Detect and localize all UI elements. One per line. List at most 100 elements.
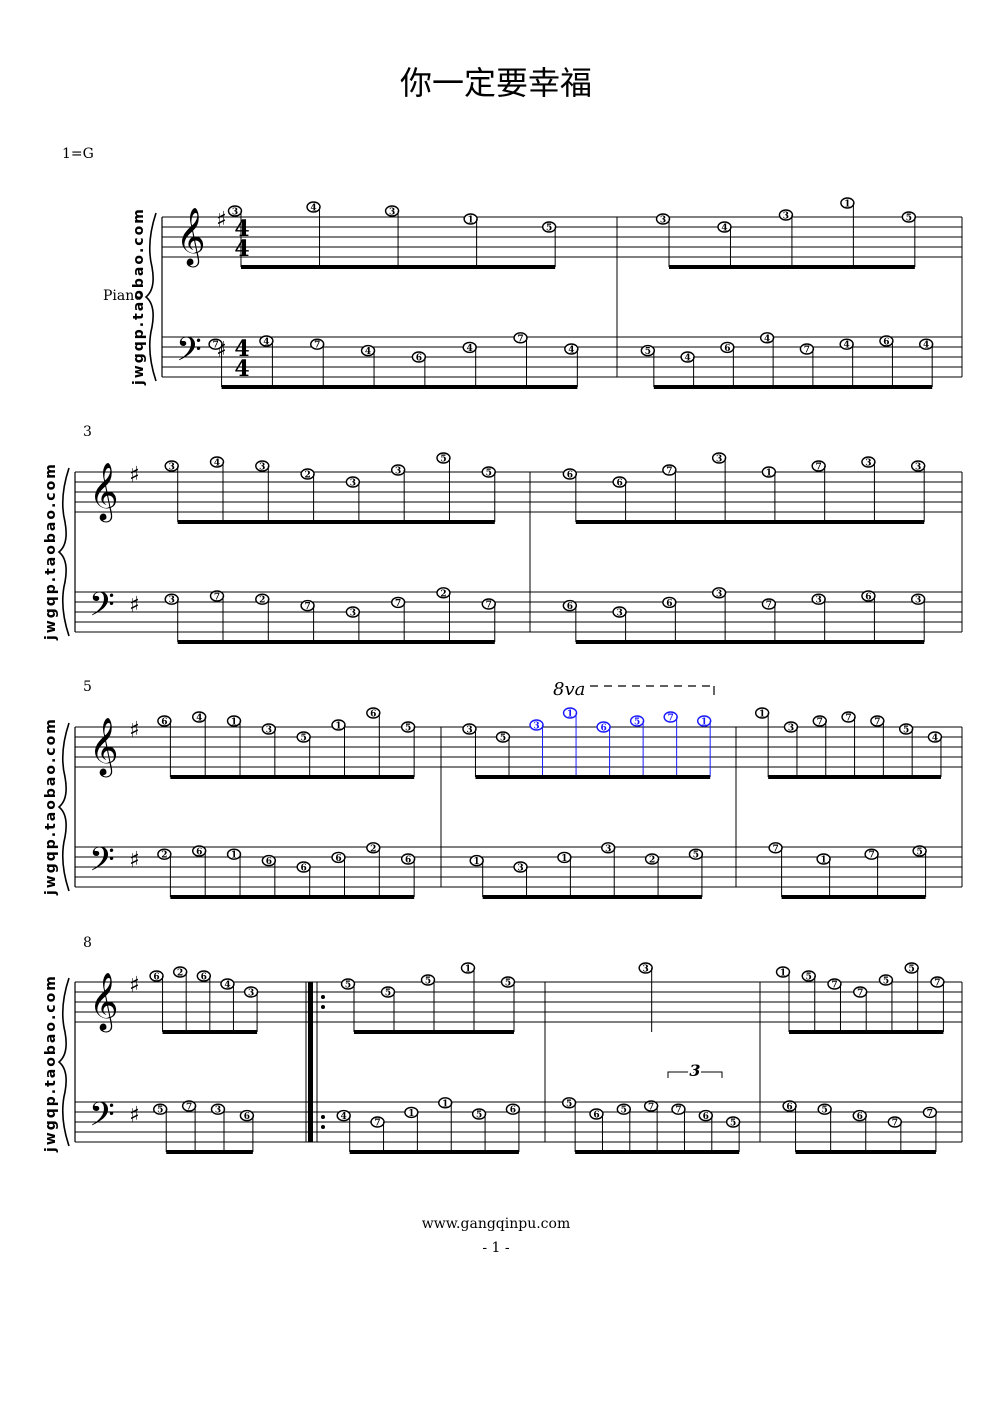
bass-note-digit: 3 (517, 864, 523, 874)
treble-key-sharp: ♯ (129, 463, 140, 488)
bass-note-digit: 7 (648, 1103, 654, 1113)
treble-note-digit: 7 (874, 718, 880, 728)
treble-note-digit: 6 (201, 973, 207, 983)
time-signature-top: 4 (234, 336, 249, 362)
treble-note-digit: 3 (248, 989, 254, 999)
repeat-dot (321, 1125, 325, 1129)
triplet-number: 3 (689, 1061, 700, 1080)
treble-note-digit: 1 (844, 200, 850, 210)
treble-note-digit: 4 (932, 734, 938, 744)
bass-note-digit: 5 (822, 1106, 828, 1116)
treble-note-digit: 3 (466, 726, 472, 736)
bass-note-digit: 6 (335, 854, 341, 864)
treble-note-digit: 7 (817, 718, 823, 728)
bass-note-digit: 7 (772, 844, 778, 854)
treble-note-digit: 4 (196, 714, 202, 724)
bass-key-sharp: ♯ (129, 593, 140, 618)
bass-note-digit: 1 (442, 1099, 448, 1109)
treble-note-digit: 7 (934, 979, 940, 989)
treble-note-digit: 5 (440, 455, 446, 465)
bass-clef: 𝄢 (89, 841, 115, 887)
treble-note-digit: 5 (486, 469, 492, 479)
treble-note-digit: 5 (903, 726, 909, 736)
bass-note-digit: 5 (693, 851, 699, 861)
treble-note-digit: 3 (266, 726, 272, 736)
bass-note-digit: 4 (684, 354, 690, 364)
treble-note-digit: 1 (766, 469, 772, 479)
treble-clef: 𝄞 (89, 717, 119, 778)
measure-number-3: 3 (83, 424, 92, 440)
treble-note-digit: 6 (616, 479, 622, 489)
bass-note-digit: 4 (844, 341, 850, 351)
treble-note-digit: 5 (505, 979, 511, 989)
treble-note-digit: 6 (600, 724, 606, 734)
bass-note-digit: 3 (215, 1106, 221, 1116)
treble-note-digit: 5 (883, 977, 889, 987)
bass-note-digit: 7 (395, 599, 401, 609)
bass-note-digit: 7 (374, 1119, 380, 1129)
treble-note-digit: 5 (405, 724, 411, 734)
bass-note-digit: 1 (408, 1109, 414, 1119)
treble-note-digit: 7 (666, 467, 672, 477)
repeat-dot (321, 995, 325, 999)
bass-note-digit: 4 (568, 346, 574, 356)
bass-key-sharp: ♯ (129, 1103, 140, 1128)
bass-note-digit: 5 (645, 347, 651, 357)
bass-note-digit: 5 (916, 848, 922, 858)
grand-staff-brace (57, 722, 70, 892)
treble-clef: 𝄞 (89, 462, 119, 523)
bass-note-digit: 4 (764, 334, 770, 344)
treble-note-digit: 3 (643, 965, 649, 975)
bass-note-digit: 6 (883, 338, 889, 348)
treble-note-digit: 5 (345, 981, 351, 991)
treble-note-digit: 3 (395, 467, 401, 477)
bass-note-digit: 1 (561, 854, 567, 864)
treble-note-digit: 3 (169, 463, 175, 473)
treble-key-sharp: ♯ (216, 208, 227, 233)
bass-note-digit: 6 (244, 1112, 250, 1122)
bass-note-digit: 3 (169, 596, 175, 606)
bass-note-digit: 3 (915, 596, 921, 606)
bass-note-digit: 5 (157, 1106, 163, 1116)
bass-note-digit: 4 (365, 347, 371, 357)
repeat-thick-bar (308, 982, 313, 1142)
bass-note-digit: 6 (786, 1103, 792, 1113)
treble-note-digit: 5 (909, 965, 915, 975)
treble-note-digit: 6 (161, 718, 167, 728)
grand-staff-brace (144, 212, 157, 382)
bass-note-digit: 5 (621, 1106, 627, 1116)
treble-note-digit: 5 (425, 977, 431, 987)
treble-note-digit: 3 (783, 212, 789, 222)
bass-note-digit: 3 (616, 609, 622, 619)
bass-note-digit: 6 (593, 1111, 599, 1121)
bass-note-digit: 7 (892, 1119, 898, 1129)
treble-note-digit: 3 (915, 463, 921, 473)
octave-marking: 8va (553, 679, 585, 700)
bass-note-digit: 2 (161, 851, 167, 861)
treble-note-digit: 1 (780, 969, 786, 979)
bass-note-digit: 6 (416, 354, 422, 364)
bass-key-sharp: ♯ (129, 848, 140, 873)
treble-note-digit: 4 (214, 459, 220, 469)
bass-note-digit: 6 (266, 857, 272, 867)
bass-note-digit: 6 (857, 1112, 863, 1122)
treble-note-digit: 1 (231, 718, 237, 728)
bass-note-digit: 4 (923, 341, 929, 351)
bass-note-digit: 4 (467, 344, 473, 354)
treble-note-digit: 5 (385, 989, 391, 999)
bass-note-digit: 7 (486, 601, 492, 611)
treble-note-digit: 7 (816, 463, 822, 473)
bass-note-digit: 3 (605, 844, 611, 854)
treble-clef: 𝄞 (176, 207, 206, 268)
instrument-label: Piano (103, 288, 143, 304)
bass-clef: 𝄢 (89, 586, 115, 632)
bass-note-digit: 2 (649, 856, 655, 866)
bass-note-digit: 6 (703, 1112, 709, 1122)
bass-note-digit: 1 (820, 856, 826, 866)
bass-note-digit: 3 (816, 596, 822, 606)
bass-note-digit: 3 (350, 609, 356, 619)
bass-note-digit: 7 (212, 341, 218, 351)
treble-note-digit: 5 (806, 973, 812, 983)
grand-staff-brace (57, 977, 70, 1147)
